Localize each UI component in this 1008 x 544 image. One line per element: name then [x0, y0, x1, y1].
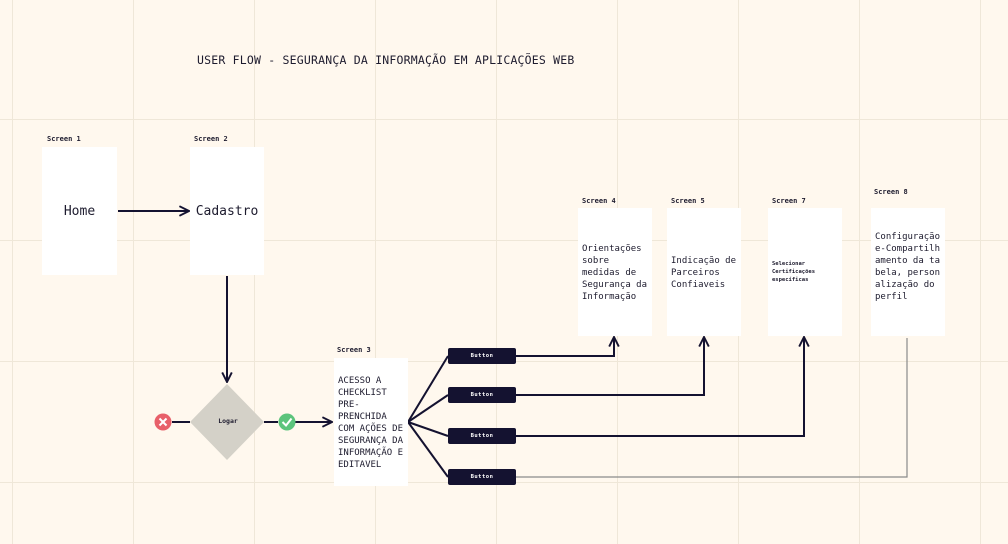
- connector-screen3-button4: [407, 421, 449, 478]
- button-2[interactable]: Button: [448, 387, 516, 403]
- button-1[interactable]: Button: [448, 348, 516, 364]
- connector-screen3-button1: [407, 355, 449, 423]
- connector-button3-screen7: [516, 337, 804, 437]
- decision-label: Logar: [218, 417, 238, 425]
- screen-4-label: Screen 4: [582, 197, 616, 205]
- screen-7-text: Selecionar Certificações específicas: [772, 261, 816, 283]
- diagram-title: USER FLOW - SEGURANÇA DA INFORMAÇÃO EM A…: [197, 53, 575, 67]
- connector-button4-screen8: [516, 338, 908, 478]
- screen-8-text: Configuração e-Compartilhamento da tabel…: [875, 232, 941, 302]
- screen-1-text: Home: [63, 203, 96, 219]
- screen-8-card[interactable]: Configuração e-Compartilhamento da tabel…: [871, 208, 945, 336]
- screen-4-text: Orientações sobre medidas de Segurança d…: [582, 244, 648, 302]
- screen-4-card[interactable]: Orientações sobre medidas de Segurança d…: [578, 208, 652, 336]
- decision-diamond[interactable]: [190, 384, 264, 460]
- screen-2-label: Screen 2: [194, 135, 228, 143]
- screen-2-text: Cadastro: [195, 203, 259, 219]
- connector-screen3-button3: [407, 421, 449, 437]
- connector-button1-screen4: [516, 337, 614, 357]
- screen-5-card[interactable]: Indicação de Parceiros Confiaveis: [667, 208, 741, 336]
- screen-3-text: ACESSO A CHECKLIST PRE-PRENCHIDA COM AÇÕ…: [338, 376, 404, 470]
- x-circle-icon: [154, 413, 172, 431]
- button-4[interactable]: Button: [448, 469, 516, 485]
- screen-7-card[interactable]: Selecionar Certificações específicas: [768, 208, 842, 336]
- screen-8-label: Screen 8: [874, 188, 908, 196]
- screen-1-card[interactable]: Home: [42, 147, 117, 275]
- connector-button2-screen5: [516, 337, 704, 396]
- screen-2-card[interactable]: Cadastro: [190, 147, 264, 275]
- connector-screen3-button2: [407, 394, 449, 423]
- screen-1-label: Screen 1: [47, 135, 81, 143]
- button-3[interactable]: Button: [448, 428, 516, 444]
- screen-5-text: Indicação de Parceiros Confiaveis: [671, 256, 737, 290]
- screen-7-label: Screen 7: [772, 197, 806, 205]
- screen-5-label: Screen 5: [671, 197, 705, 205]
- screen-3-card[interactable]: ACESSO A CHECKLIST PRE-PRENCHIDA COM AÇÕ…: [334, 358, 408, 486]
- check-circle-icon: [278, 413, 296, 431]
- screen-3-label: Screen 3: [337, 346, 371, 354]
